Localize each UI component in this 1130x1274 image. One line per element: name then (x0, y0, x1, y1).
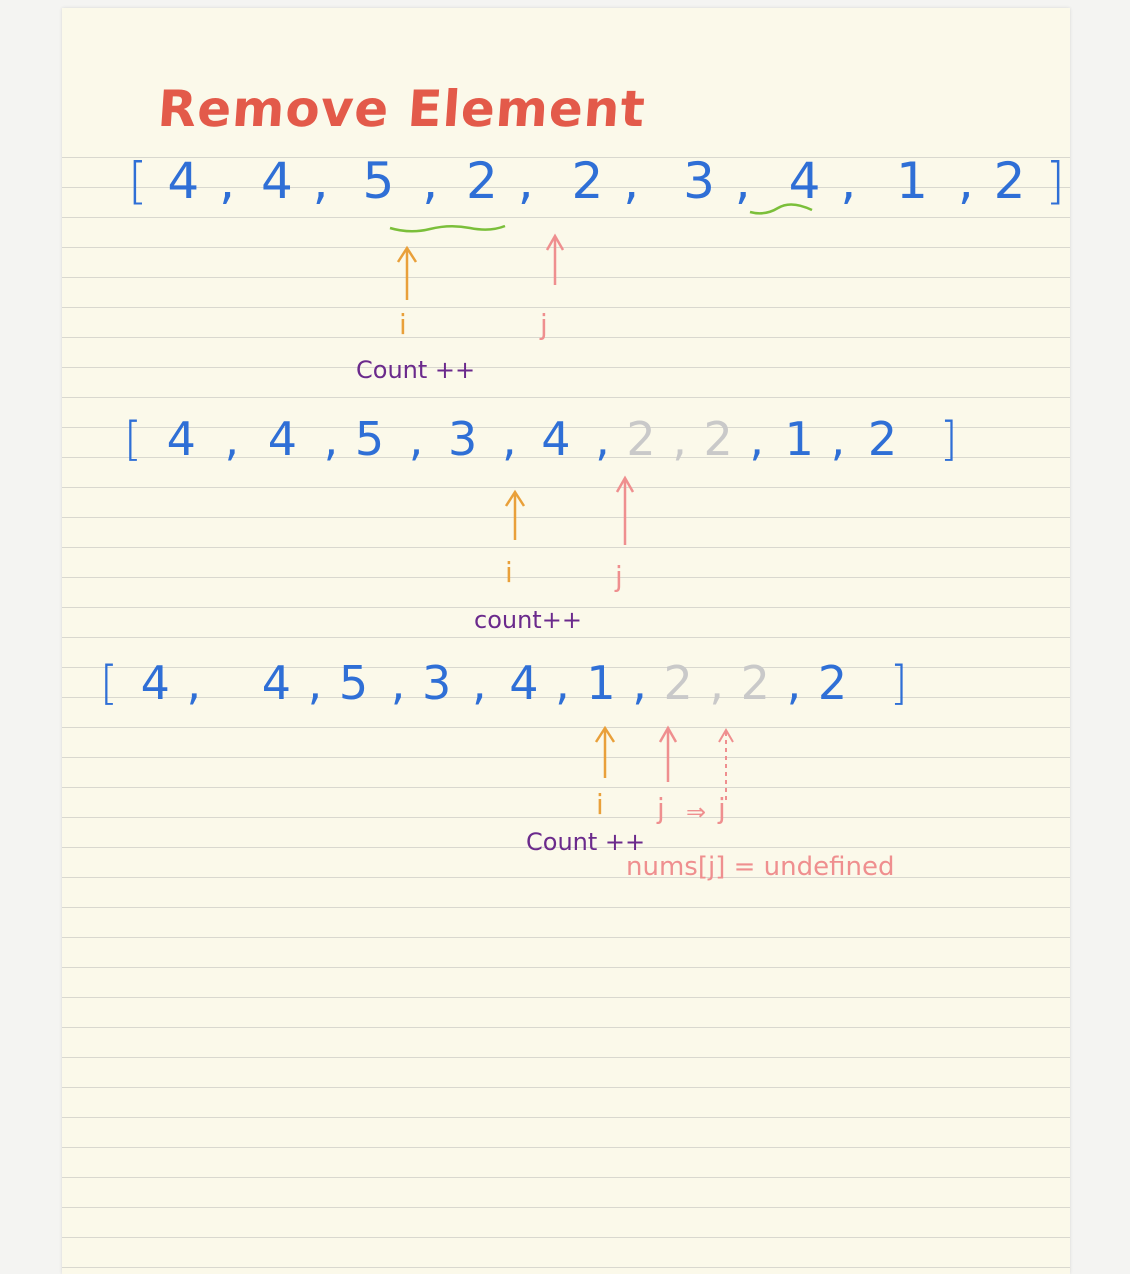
array-item-removed: 2 (626, 412, 657, 466)
array-item: 4 (267, 412, 299, 466)
array-separator: , (323, 412, 340, 466)
arrow-up-icon (615, 475, 635, 545)
array-separator: , (408, 412, 425, 466)
green-underline (749, 203, 813, 215)
array-item: 3 (448, 412, 479, 466)
notebook-page (62, 8, 1070, 1274)
pointer-j-next-label: j (718, 792, 726, 825)
array-row-3: [ 4 , 4 , 5 , 3 , 4 , 1 , 2 , 2 , 2 ] (100, 656, 909, 710)
array-item: 2 (466, 152, 500, 210)
array-separator: , (307, 656, 324, 710)
array-separator: , (471, 656, 488, 710)
pointer-move-arrow: ⇒ (686, 798, 707, 826)
pointer-i-label: i (399, 308, 407, 341)
array-separator: , (957, 152, 976, 210)
array-item: 2 (867, 412, 899, 466)
array-item: 4 (167, 152, 202, 210)
array-separator: , (224, 412, 241, 466)
arrow-up-icon (658, 725, 678, 782)
array-item: 4 (140, 656, 171, 710)
array-separator: , (749, 412, 766, 466)
open-bracket: [ (124, 412, 143, 466)
array-item: 4 (260, 152, 295, 210)
open-bracket: [ (128, 152, 150, 210)
arrow-up-icon (504, 489, 526, 540)
array-item: 4 (166, 412, 197, 466)
pointer-i-label: i (505, 556, 513, 589)
array-item: 4 (261, 656, 293, 710)
array-separator: , (632, 656, 648, 710)
array-separator: , (734, 152, 753, 210)
close-bracket: ] (889, 656, 909, 710)
array-separator: , (186, 656, 203, 710)
array-separator: , (422, 152, 441, 210)
pointer-i-label: i (596, 788, 604, 821)
count-label: count++ (474, 606, 582, 634)
array-item: 2 (993, 152, 1028, 210)
array-separator: , (786, 656, 803, 710)
open-bracket: [ (100, 656, 119, 710)
array-item-removed: 2 (740, 656, 771, 710)
array-separator: , (672, 412, 688, 466)
array-item: 2 (571, 152, 606, 210)
array-separator: , (501, 412, 518, 466)
array-separator: , (830, 412, 847, 466)
array-separator: , (517, 152, 536, 210)
count-label: Count ++ (526, 828, 646, 856)
arrow-up-icon (594, 725, 616, 778)
array-separator: , (390, 656, 407, 710)
green-underline (389, 224, 506, 233)
array-item: 4 (509, 656, 540, 710)
array-separator: , (840, 152, 859, 210)
pointer-j-label: j (615, 560, 623, 593)
array-item: 3 (422, 656, 453, 710)
array-row-2: [ 4 , 4 , 5 , 3 , 4 , 2 , 2 , 1 , 2 ] (124, 412, 959, 466)
array-item: 5 (338, 656, 370, 710)
array-separator: , (709, 656, 726, 710)
array-separator: , (312, 152, 331, 210)
array-separator: , (555, 656, 571, 710)
array-item: 5 (362, 152, 397, 210)
arrow-up-icon (396, 245, 418, 300)
array-separator: , (219, 152, 238, 210)
array-item: 5 (354, 412, 386, 466)
array-item: 2 (817, 656, 849, 710)
pointer-j-label: j (657, 792, 665, 825)
array-item: 3 (683, 152, 717, 210)
array-item: 4 (541, 412, 572, 466)
count-label: Count ++ (356, 356, 476, 384)
array-item: 1 (586, 656, 617, 710)
array-item-removed: 2 (703, 412, 734, 466)
pointer-j-label: j (540, 308, 548, 341)
array-item: 1 (896, 152, 930, 210)
array-item: 4 (788, 152, 823, 210)
undefined-note: nums[j] = undefined (626, 852, 895, 882)
close-bracket: ] (1045, 152, 1067, 210)
array-row-1: [ 4 , 4 , 5 , 2 , 2 , 3 , 4 , 1 , 2 ] (128, 152, 1067, 210)
array-separator: , (623, 152, 642, 210)
array-item: 1 (784, 412, 815, 466)
dashed-arrow-up-icon (718, 728, 734, 800)
close-bracket: ] (939, 412, 959, 466)
arrow-up-icon (545, 233, 565, 285)
array-separator: , (595, 412, 611, 466)
array-item-removed: 2 (663, 656, 694, 710)
